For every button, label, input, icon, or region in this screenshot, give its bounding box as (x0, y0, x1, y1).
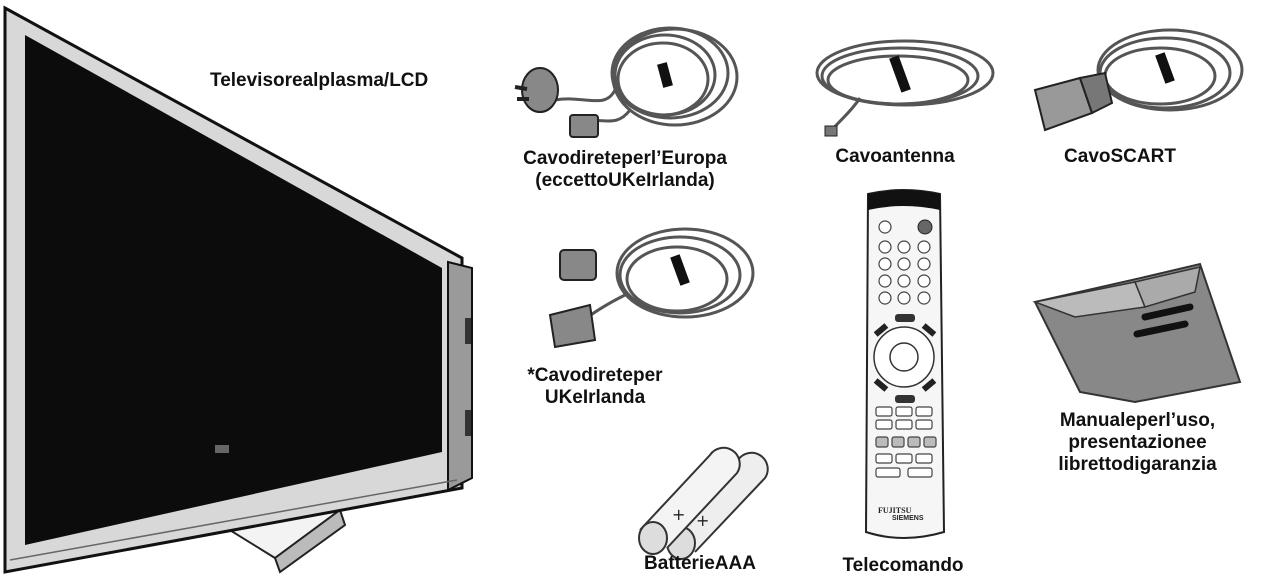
tv-illustration: Televisorealplasma/LCD (0, 0, 480, 578)
uk-cable-label: *Cavodireteper UKeIrlanda (527, 365, 663, 408)
eu-cable-label: Cavodireteperl’Europa (eccettoUKeIrlanda… (523, 148, 727, 191)
remote-brand-siemens: SIEMENS (892, 515, 924, 522)
antenna-cable: Cavoantenna (800, 28, 1010, 167)
remote-brand-fujitsu: FUJITSU (878, 506, 912, 515)
svg-text:+: + (672, 505, 685, 524)
tv-label: Televisorealplasma/LCD (210, 70, 429, 91)
remote-label: Telecomando (842, 555, 964, 576)
manual-label: Manualeperl’uso, presentazionee libretto… (1058, 410, 1217, 475)
aaa-batteries: + + BatterieAAA (630, 440, 790, 578)
batteries-label: BatterieAAA (644, 553, 756, 574)
remote-control: FUJITSU SIEMENS Telecomando (842, 189, 964, 578)
uk-power-cable: *Cavodireteper UKeIrlanda (527, 215, 775, 408)
eu-power-cable: Cavodireteperl’Europa (eccettoUKeIrlanda… (505, 15, 775, 191)
manual-booklet: Manualeperl’uso, presentazionee libretto… (1025, 262, 1250, 475)
scart-cable-label: CavoSCART (1064, 146, 1176, 167)
scart-cable: CavoSCART (1030, 18, 1250, 167)
svg-text:+: + (696, 511, 709, 530)
antenna-cable-label: Cavoantenna (835, 146, 955, 167)
